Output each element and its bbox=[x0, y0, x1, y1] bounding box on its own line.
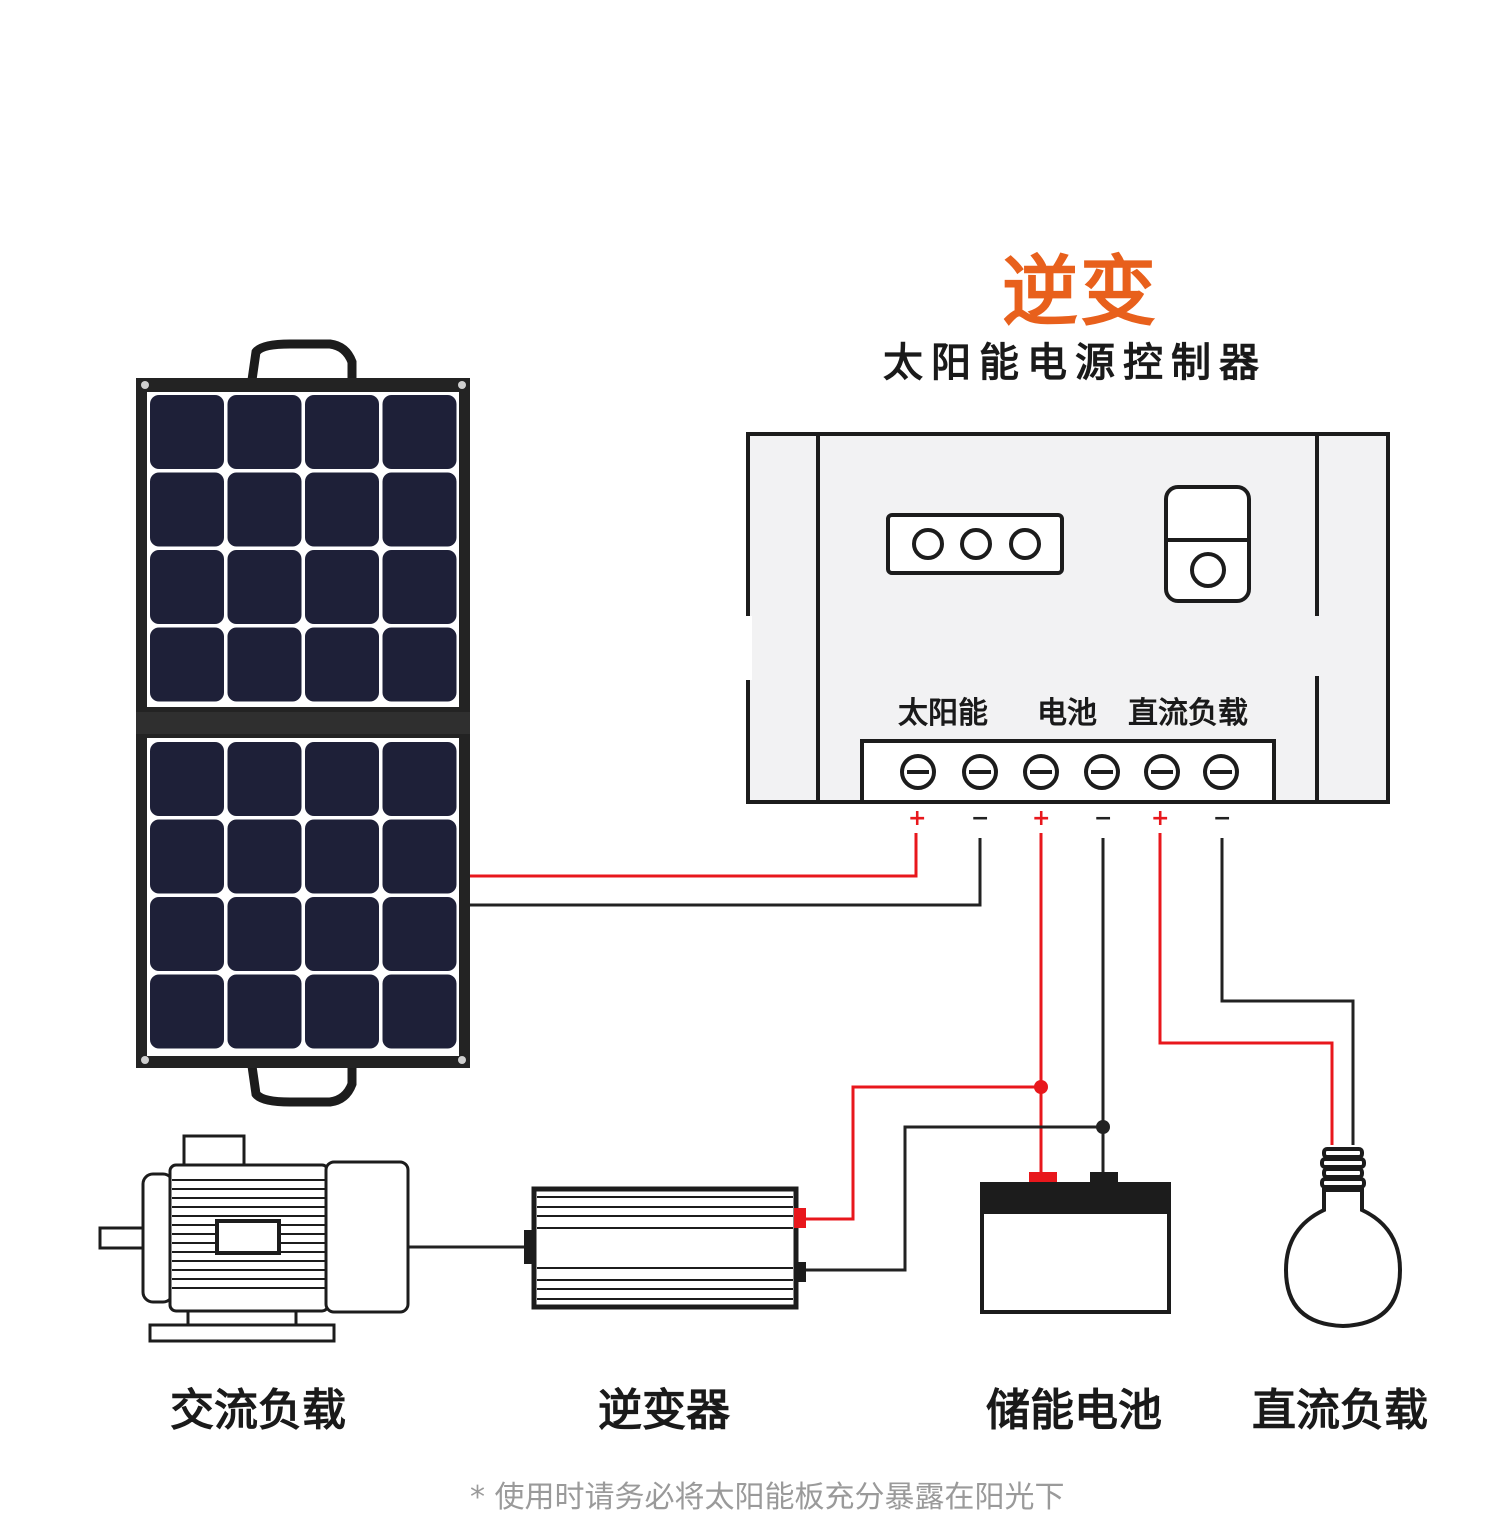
solar-cell bbox=[382, 627, 457, 702]
wire-inverter-negative bbox=[806, 1125, 1103, 1272]
terminal-label-dc-load: 直流负载 bbox=[1128, 696, 1248, 731]
footnote: * 使用时请务必将太阳能板充分暴露在阳光下 bbox=[470, 1472, 1065, 1516]
panel-cells-bottom bbox=[150, 742, 457, 1049]
solar-cell bbox=[305, 395, 379, 469]
solar-cell bbox=[305, 550, 379, 624]
panel-cells-top bbox=[150, 395, 457, 702]
junction-positive bbox=[1034, 1080, 1048, 1094]
solar-cell bbox=[150, 974, 224, 1049]
polarity-sign: + bbox=[908, 806, 927, 831]
solar-cell bbox=[305, 742, 379, 816]
inverter-positive-terminal bbox=[794, 1208, 806, 1228]
solar-cell bbox=[227, 819, 302, 894]
storage-battery bbox=[980, 1172, 1171, 1314]
polarity-sign: + bbox=[1151, 806, 1170, 831]
solar-cell bbox=[227, 627, 302, 702]
solar-cell bbox=[382, 550, 457, 624]
inverter bbox=[524, 1186, 806, 1310]
control-button-icon bbox=[1190, 552, 1226, 588]
solar-cell bbox=[150, 395, 224, 469]
solar-cell bbox=[150, 627, 224, 702]
solar-cell bbox=[382, 395, 457, 469]
indicator-led-icon bbox=[960, 528, 992, 560]
indicator-led-icon bbox=[1009, 528, 1041, 560]
footnote-text: 使用时请务必将太阳能板充分暴露在阳光下 bbox=[494, 1480, 1065, 1515]
solar-cell bbox=[227, 974, 302, 1049]
wire-solar-positive bbox=[470, 833, 918, 878]
solar-cell bbox=[227, 897, 302, 971]
battery-negative-terminal bbox=[1090, 1172, 1118, 1184]
solar-cell bbox=[382, 472, 457, 547]
wire-solar-negative bbox=[470, 838, 982, 907]
solar-cell bbox=[150, 742, 224, 816]
solar-cell bbox=[305, 974, 379, 1049]
ac-motor bbox=[98, 1134, 410, 1343]
label-ac-load: 交流负载 bbox=[170, 1385, 346, 1436]
label-dc-load: 直流负载 bbox=[1252, 1385, 1428, 1436]
solar-cell bbox=[305, 897, 379, 971]
junction-negative bbox=[1096, 1120, 1110, 1134]
polarity-sign: − bbox=[971, 806, 990, 831]
solar-charge-controller bbox=[744, 432, 1390, 804]
solar-cell bbox=[305, 819, 379, 894]
light-bulb-icon bbox=[1283, 1147, 1403, 1329]
wire-dc-load-negative bbox=[1220, 838, 1355, 1145]
wires bbox=[408, 833, 1355, 1272]
battery-positive-terminal bbox=[1029, 1172, 1057, 1184]
solar-cell bbox=[382, 974, 457, 1049]
footnote-asterisk: * bbox=[470, 1480, 495, 1515]
polarity-sign: − bbox=[1213, 806, 1232, 831]
control-button-box bbox=[1164, 485, 1251, 603]
terminal-label-battery: 电池 bbox=[1037, 696, 1097, 731]
solar-cell bbox=[382, 897, 457, 971]
wire-dc-load-positive bbox=[1158, 833, 1334, 1145]
solar-cell bbox=[382, 819, 457, 894]
solar-cell bbox=[227, 742, 302, 816]
solar-cell bbox=[227, 550, 302, 624]
solar-cell bbox=[305, 627, 379, 702]
solar-cell bbox=[227, 395, 302, 469]
solar-cell bbox=[227, 472, 302, 547]
solar-cell bbox=[150, 897, 224, 971]
polarity-sign: − bbox=[1094, 806, 1113, 831]
wire-inverter-positive bbox=[806, 1085, 1041, 1221]
indicator-led-icon bbox=[912, 528, 944, 560]
terminal-label-solar: 太阳能 bbox=[898, 696, 988, 731]
solar-cell bbox=[305, 472, 379, 547]
terminal-screws bbox=[900, 754, 1239, 790]
solar-cell bbox=[150, 819, 224, 894]
page-title: 逆变 bbox=[1002, 247, 1158, 336]
polarity-sign: + bbox=[1032, 806, 1051, 831]
label-storage-battery: 储能电池 bbox=[986, 1385, 1162, 1436]
solar-cell bbox=[150, 472, 224, 547]
solar-cell bbox=[150, 550, 224, 624]
inverter-negative-terminal bbox=[794, 1262, 806, 1282]
solar-cell bbox=[382, 742, 457, 816]
label-inverter: 逆变器 bbox=[598, 1385, 730, 1436]
solar-panel bbox=[136, 339, 470, 1107]
controller-title: 太阳能电源控制器 bbox=[883, 340, 1267, 386]
